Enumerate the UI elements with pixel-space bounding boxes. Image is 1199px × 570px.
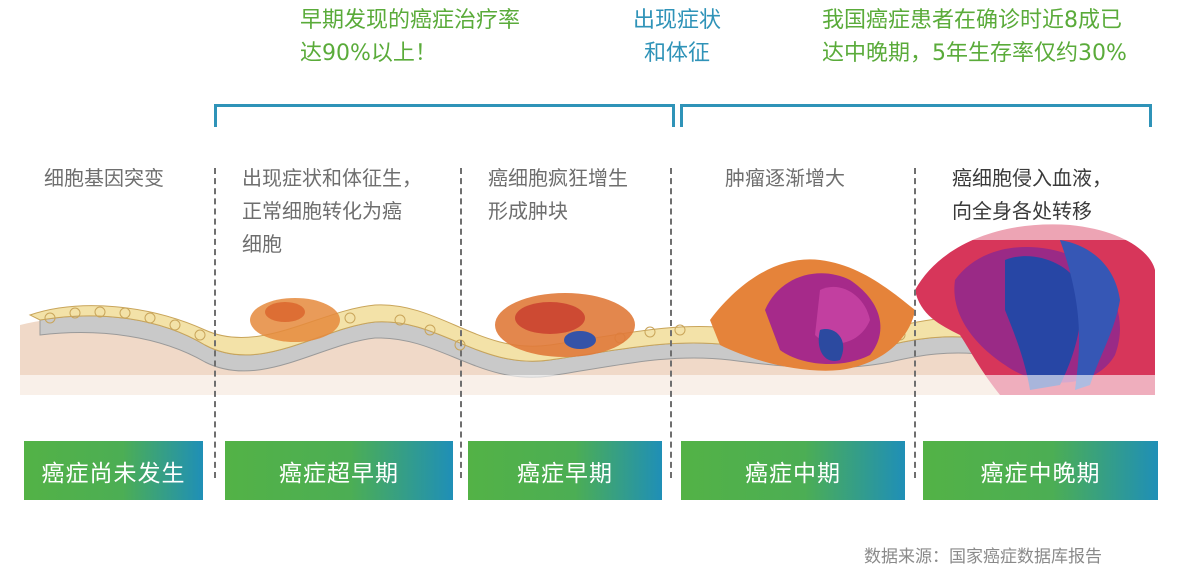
- symptoms-note: 出现症状 和体征: [612, 4, 742, 70]
- stage3-line2: 形成肿块: [488, 199, 568, 223]
- early-cure-line1: 早期发现的癌症治疗率: [300, 8, 521, 33]
- stage-divider: [914, 168, 916, 478]
- early-cure-note: 早期发现的癌症治疗率 达90%以上！: [300, 4, 520, 70]
- stage-button-early: 癌症早期: [468, 441, 662, 500]
- stage2-line2: 正常细胞转化为癌: [242, 199, 402, 223]
- stage-divider: [460, 168, 462, 478]
- early-bracket: [214, 104, 675, 127]
- stage-button-not-occurred: 癌症尚未发生: [24, 441, 203, 500]
- symptoms-line2: 和体征: [643, 41, 710, 66]
- stage5-description: 癌细胞侵入血液， 向全身各处转移: [952, 162, 1112, 228]
- late-stage-note: 我国癌症患者在确诊时近8成已 达中晚期，5年生存率仅约30%: [822, 4, 1127, 70]
- stage-divider: [670, 168, 672, 478]
- stage-button-middle: 癌症中期: [681, 441, 905, 500]
- late-bracket: [680, 104, 1152, 127]
- stage3-description: 癌细胞疯狂增生 形成肿块: [488, 162, 628, 228]
- tissue-illustration: [20, 150, 1155, 400]
- stage-divider: [214, 168, 216, 478]
- stage5-line1: 癌细胞侵入血液，: [952, 166, 1112, 190]
- stage5-line2: 向全身各处转移: [952, 199, 1092, 223]
- late-stage-line2: 达中晚期，5年生存率仅约30%: [822, 41, 1127, 66]
- stage2-description: 出现症状和体征生， 正常细胞转化为癌 细胞: [242, 162, 422, 261]
- early-cure-line2: 达90%以上！: [300, 41, 437, 66]
- symptoms-line1: 出现症状: [632, 8, 721, 33]
- stage3-line1: 癌细胞疯狂增生: [488, 166, 628, 190]
- stage-button-mid-late: 癌症中晚期: [923, 441, 1158, 500]
- stage4-description: 肿瘤逐渐增大: [725, 166, 845, 190]
- stage1-description: 细胞基因突变: [44, 166, 164, 190]
- source-note: 数据来源：国家癌症数据库报告: [864, 547, 1102, 567]
- stage-button-ultra-early: 癌症超早期: [225, 441, 453, 500]
- late-stage-line1: 我国癌症患者在确诊时近8成已: [822, 8, 1122, 33]
- stage2-line1: 出现症状和体征生，: [242, 166, 422, 190]
- stage2-line3: 细胞: [242, 232, 282, 256]
